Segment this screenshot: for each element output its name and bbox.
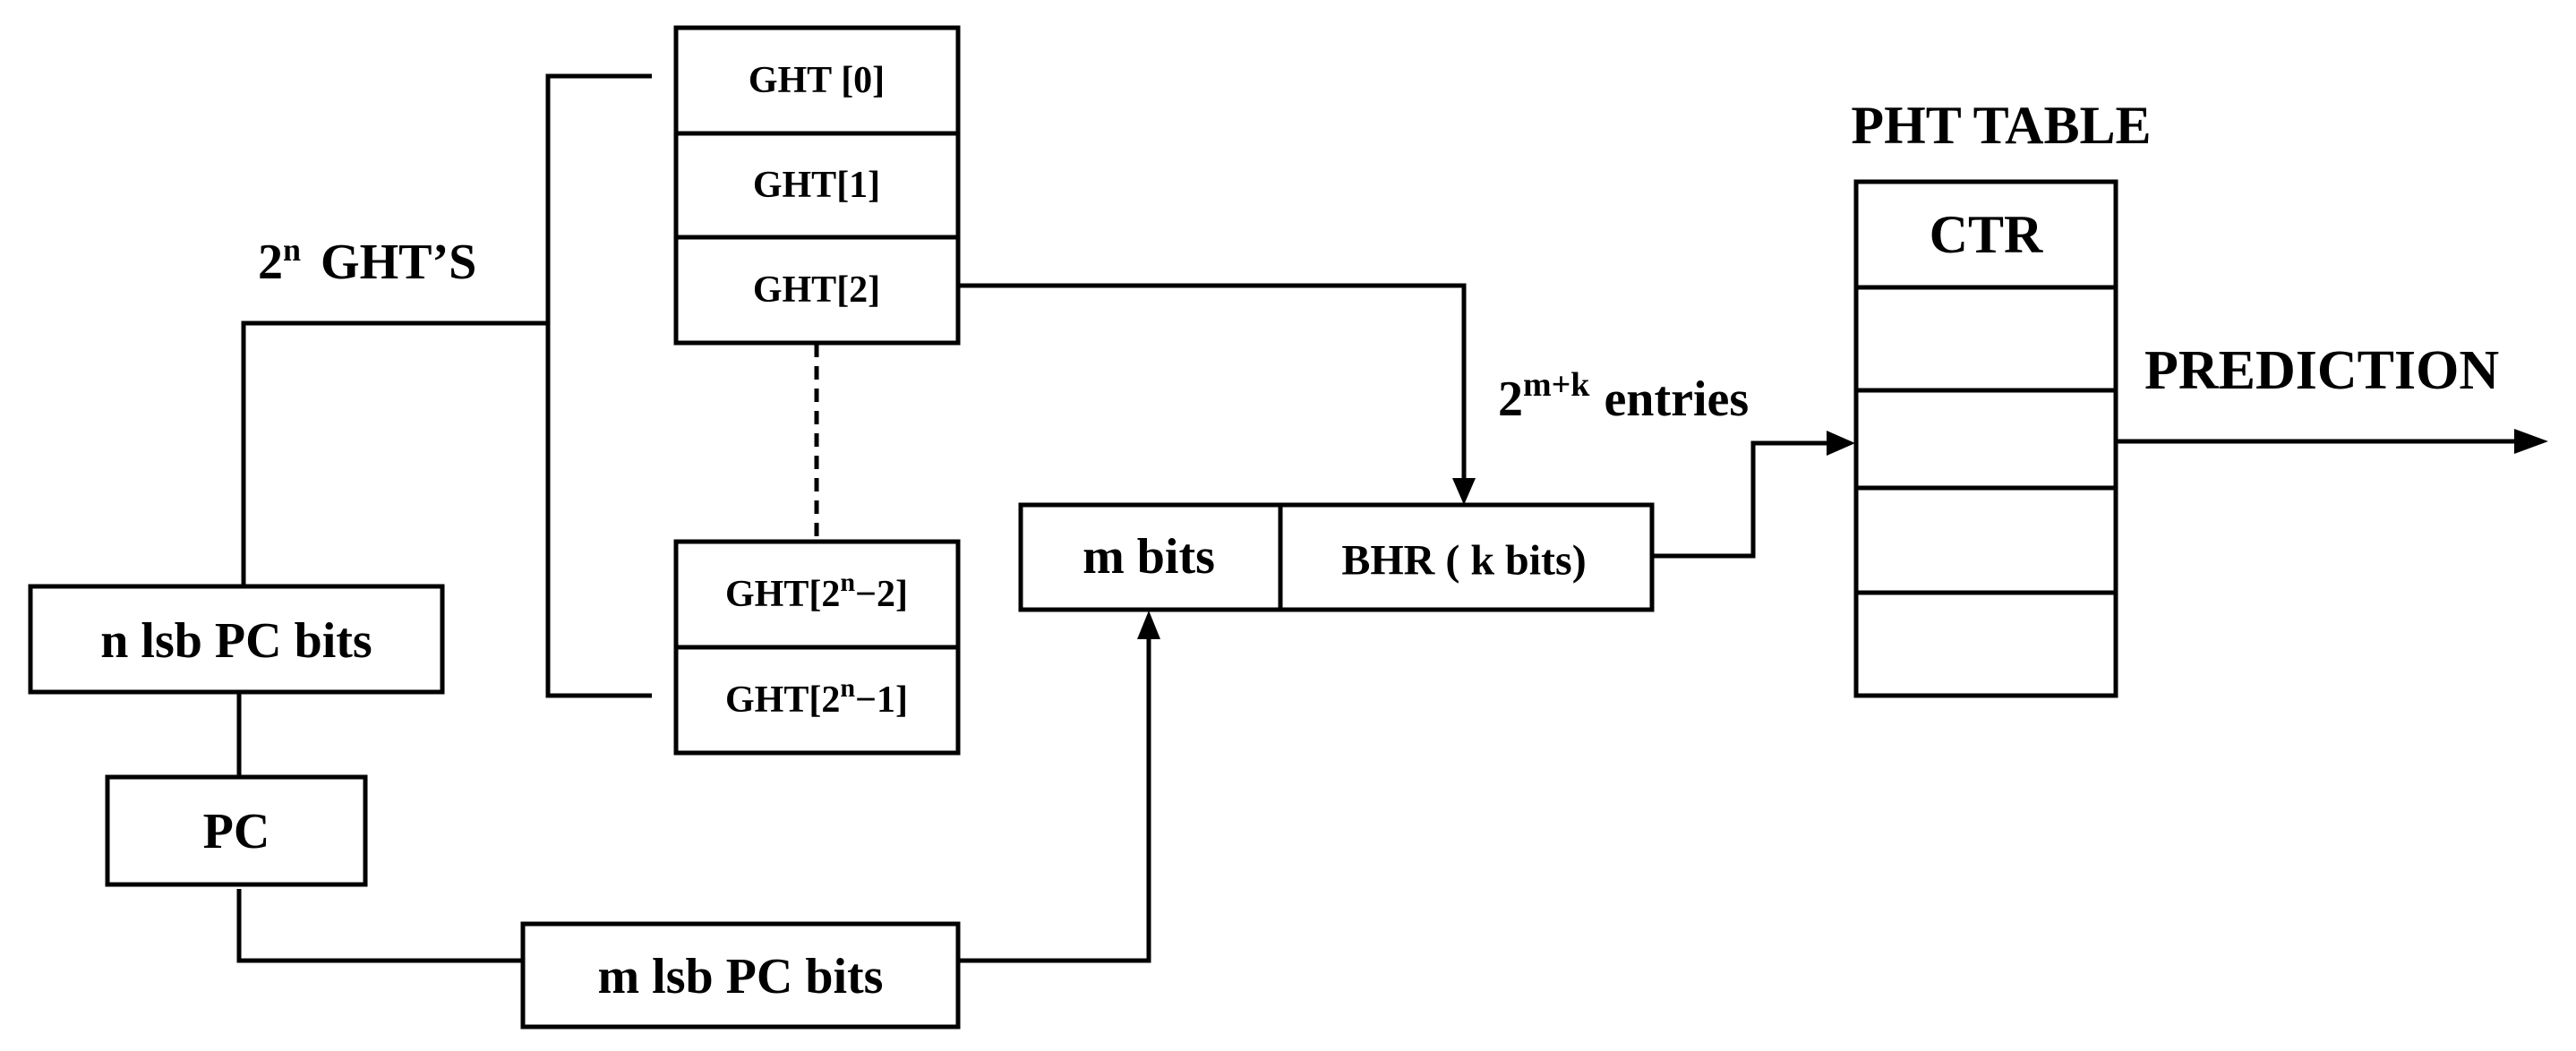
arrowhead-into-bhr: [1452, 478, 1476, 505]
ght-table-last: [673, 645, 961, 756]
arrowhead-into-mbits: [1137, 611, 1160, 639]
ght-1-label: GHT[1]: [753, 165, 880, 206]
index-register-box: [1018, 502, 1655, 612]
ght-0-label: GHT[0]: [749, 60, 885, 101]
pht-row: [1853, 388, 2118, 491]
wire-index-to-pht: [1652, 440, 1832, 559]
wire-mlsb-to-mbits: [958, 636, 1151, 963]
ght-last-label: GHT[2n−1]: [725, 673, 908, 722]
bhr-label: BHR ( k bits): [1341, 537, 1586, 585]
ght-bracket: [545, 73, 652, 698]
connector-wires: [236, 73, 2518, 963]
pht-ctr-header-cell: [1853, 179, 2118, 290]
m-lsb-pc-bits-label: m lsb PC bits: [598, 949, 884, 1004]
n-lsb-pc-bits-box: [28, 584, 445, 695]
pht-ctr-label: CTR: [1930, 205, 2043, 264]
pc-label: PC: [203, 804, 270, 859]
pht-row: [1853, 590, 2118, 698]
ght-table-column: GHT[0] GHT[1] GHT[2] GHT[2n−2] GHT[2n−1]: [673, 25, 961, 756]
wire-ght-to-bhr: [958, 283, 1467, 483]
m-bits-label: m bits: [1083, 529, 1215, 585]
ght-table-0: [673, 25, 961, 136]
pht-table: PHT TABLE CTR: [1851, 96, 2152, 698]
pc-box: [105, 774, 368, 887]
ght-second-last-label: GHT[2n−2]: [725, 568, 908, 616]
wire-nlsb-to-ghts: [241, 320, 548, 586]
n-lsb-pc-bits-label: n lsb PC bits: [100, 613, 372, 669]
pht-row: [1853, 485, 2118, 595]
wire-pc-to-mlsb: [236, 889, 523, 963]
arrowhead-prediction: [2514, 429, 2548, 454]
prediction-label: PREDICTION: [2144, 340, 2499, 401]
index-register: m bits BHR ( k bits): [1018, 502, 1655, 612]
pht-title: PHT TABLE: [1851, 96, 2151, 155]
m-lsb-pc-bits-box: [520, 921, 961, 1030]
arrowheads: [1137, 429, 2548, 639]
pht-row: [1853, 285, 2118, 393]
ght-table-2: [673, 235, 961, 346]
arrowhead-into-pht: [1827, 431, 1855, 456]
ght-2-label: GHT[2]: [753, 269, 880, 311]
